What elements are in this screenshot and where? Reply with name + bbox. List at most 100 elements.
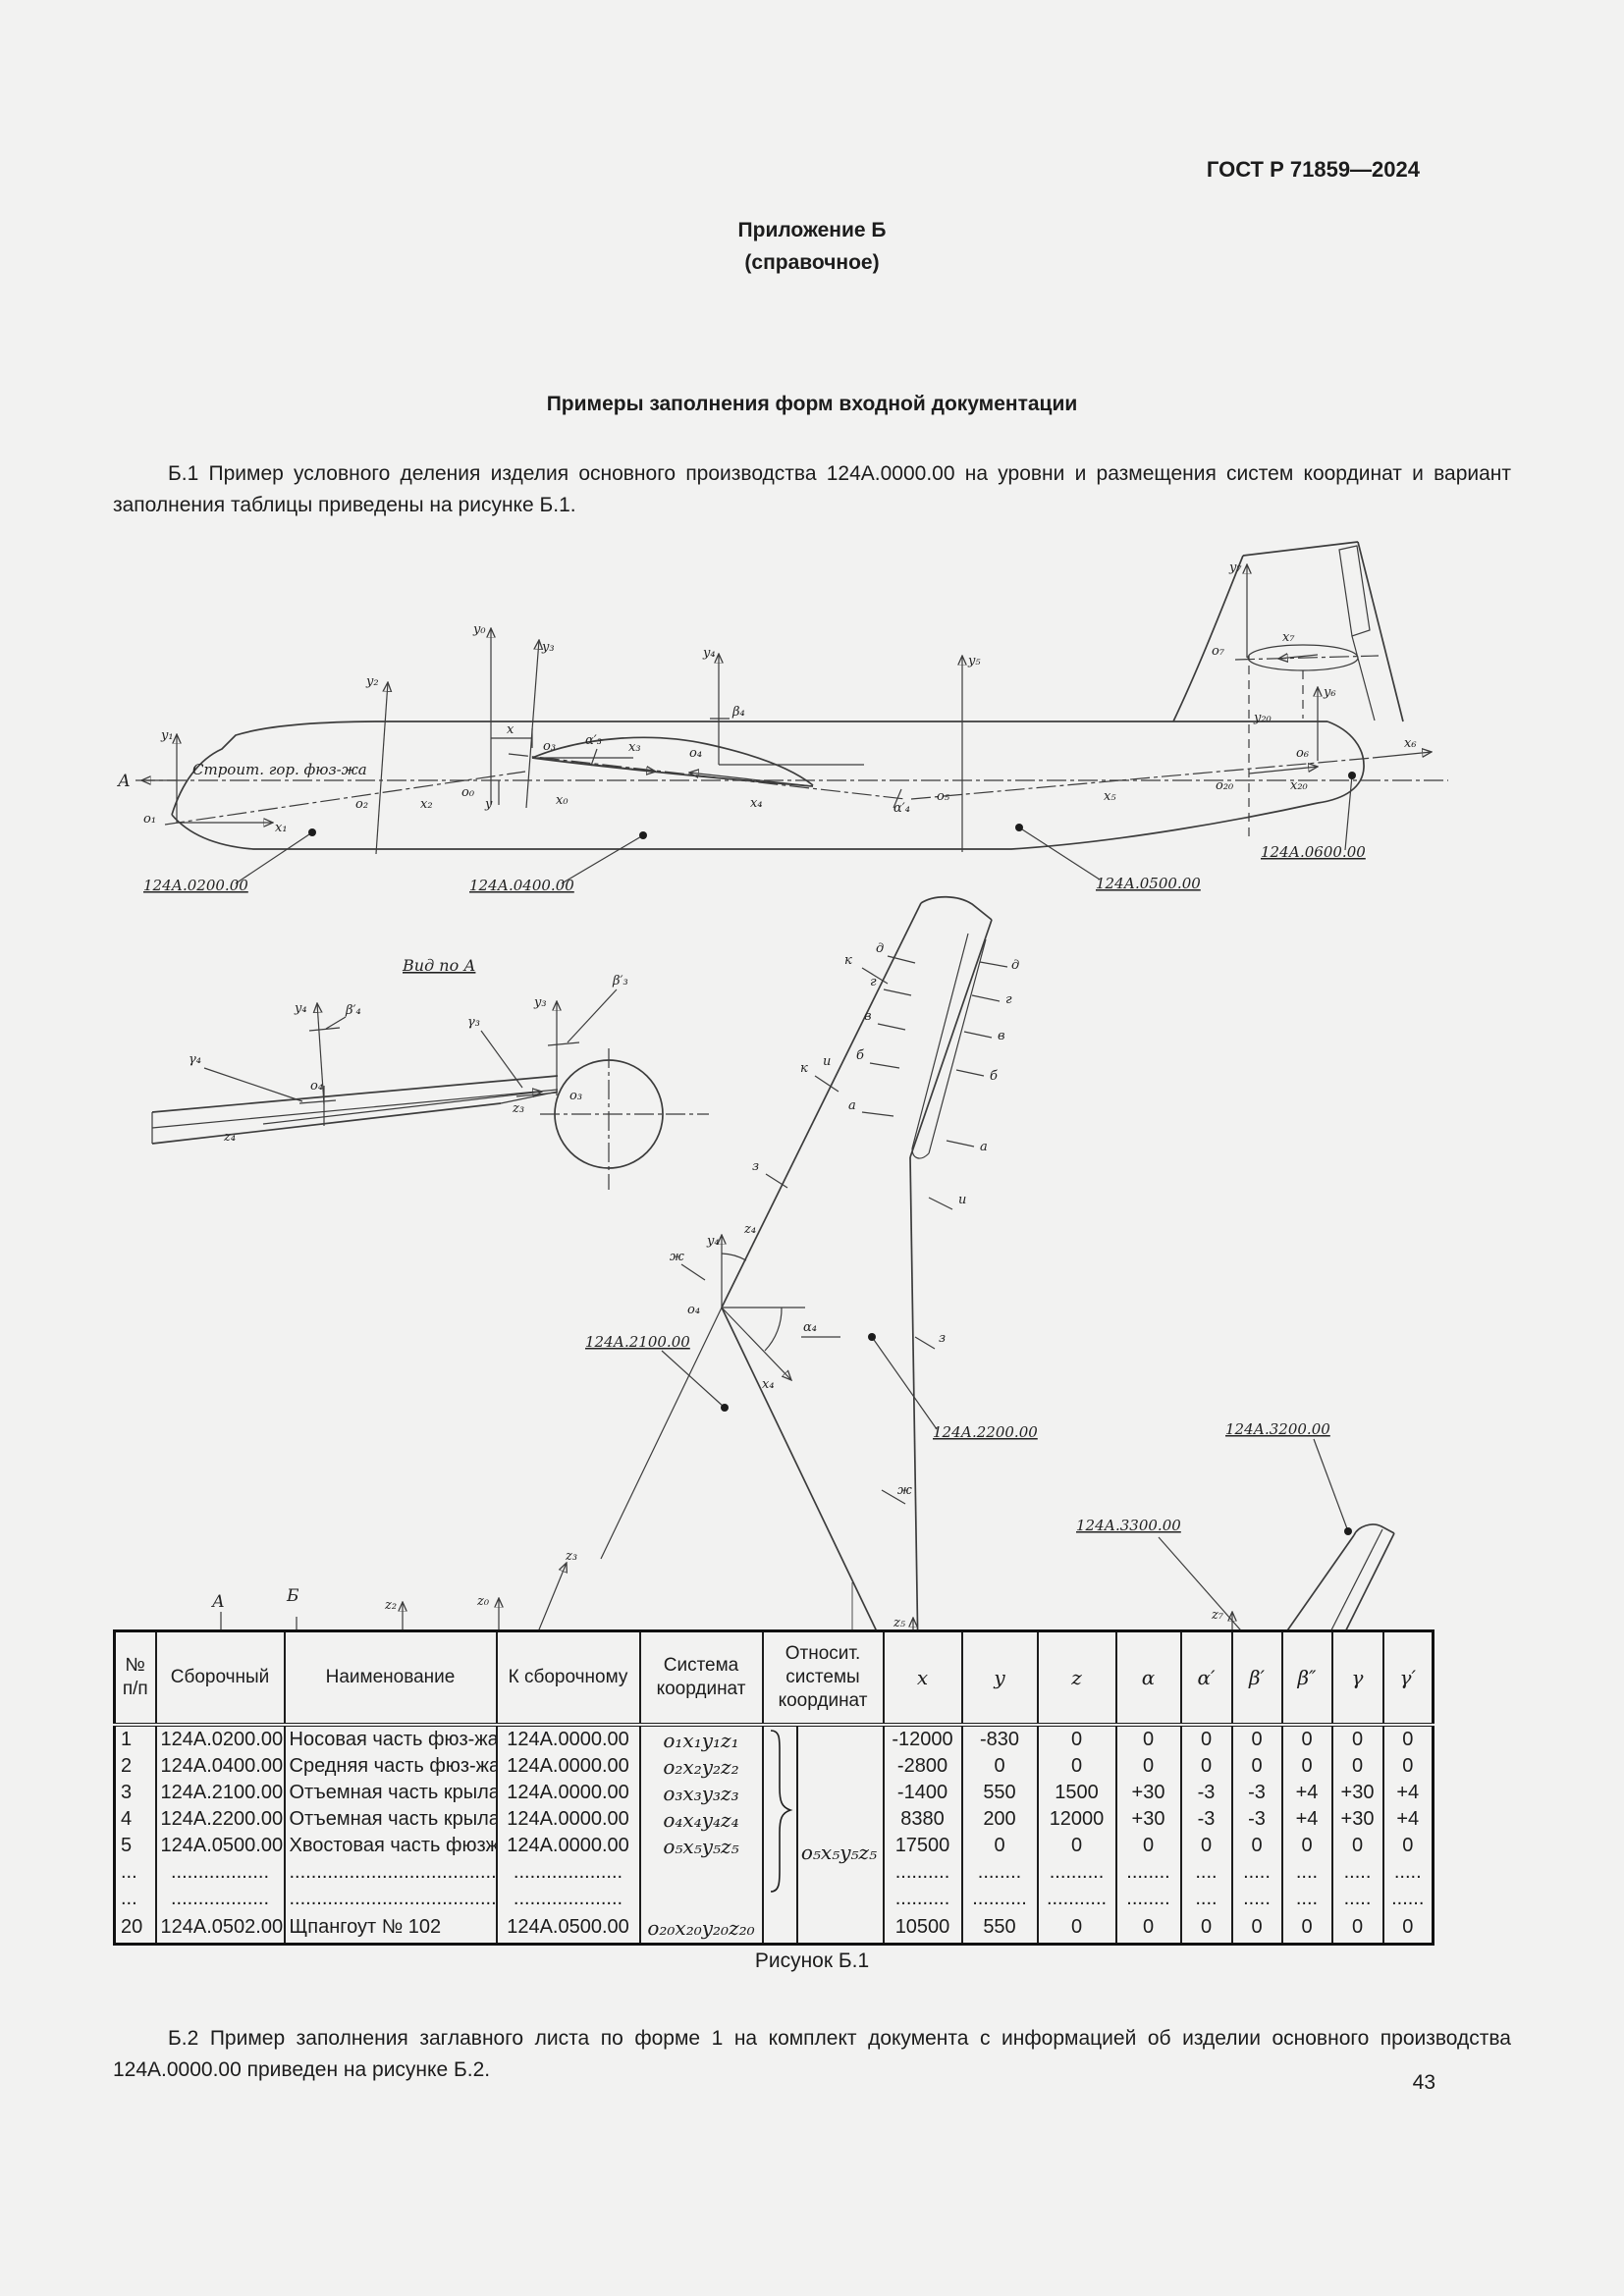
table-cell: ..... bbox=[1381, 1859, 1435, 1886]
figure-label: β′₃ bbox=[612, 974, 628, 988]
figure-label: y₇ bbox=[1228, 561, 1242, 575]
table-cell: o₁x₁y₁z₁ bbox=[638, 1725, 764, 1753]
coordinates-table: № п/п Сборочный Наименование К сборочном… bbox=[113, 1629, 1435, 1946]
table-cell: .......... bbox=[1036, 1859, 1117, 1886]
table-cell: +4 bbox=[1381, 1780, 1435, 1806]
relative-system-label: o₅x₅y₅z₅ bbox=[800, 1841, 878, 1864]
table-cell: 0 bbox=[1179, 1725, 1233, 1753]
figure-label: β₄ bbox=[731, 705, 745, 720]
section-title: Примеры заполнения форм входной документ… bbox=[546, 393, 1078, 415]
table-cell: 0 bbox=[960, 1833, 1039, 1859]
table-cell: 124А.2100.00 bbox=[154, 1780, 286, 1806]
figure-label: o₀ bbox=[461, 785, 475, 800]
figure-label: Вид по А bbox=[402, 956, 475, 975]
table-cell: .... bbox=[1280, 1886, 1333, 1912]
table-cell: 0 bbox=[1036, 1833, 1117, 1859]
table-cell: +4 bbox=[1280, 1780, 1333, 1806]
table-header-row: № п/п Сборочный Наименование К сборочном… bbox=[113, 1629, 1435, 1727]
figure-label: а bbox=[980, 1140, 988, 1154]
figure-label: z₀ bbox=[476, 1594, 490, 1609]
figure-label: β′₄ bbox=[345, 1003, 361, 1018]
table-cell: 0 bbox=[1330, 1833, 1384, 1859]
figure-label: o₁ bbox=[143, 812, 156, 827]
figure-label: z₄ bbox=[223, 1130, 236, 1145]
column-header: β′ bbox=[1230, 1629, 1283, 1727]
figure-label: α′₄ bbox=[893, 801, 910, 816]
column-header: β″ bbox=[1280, 1629, 1333, 1727]
figure-label: д bbox=[876, 941, 884, 956]
table-cell: -3 bbox=[1179, 1806, 1233, 1833]
figure-label: 124А.2100.00 bbox=[585, 1333, 690, 1351]
table-cell: 3 bbox=[113, 1780, 157, 1806]
table-cell: 124А.0500.00 bbox=[154, 1833, 286, 1859]
appendix-heading: Приложение Б (справочное) bbox=[0, 214, 1624, 279]
table-cell: 0 bbox=[1114, 1912, 1182, 1945]
table-cell: 124А.0000.00 bbox=[495, 1780, 641, 1806]
table-cell: 0 bbox=[1381, 1833, 1435, 1859]
figure-label: 124А.0200.00 bbox=[143, 877, 248, 894]
table-cell: 12000 bbox=[1036, 1806, 1117, 1833]
figure-label: y₃ bbox=[541, 640, 555, 655]
table-cell: -1400 bbox=[882, 1780, 963, 1806]
figure-label: y₆ bbox=[1323, 685, 1336, 700]
figure-label: x₄ bbox=[750, 796, 763, 811]
figure-label: Строит. гор. фюз-жа bbox=[192, 761, 367, 778]
table-cell: 2 bbox=[113, 1753, 157, 1780]
table-cell: 1500 bbox=[1036, 1780, 1117, 1806]
column-header: α′ bbox=[1179, 1629, 1233, 1727]
table-cell: 20 bbox=[113, 1912, 157, 1945]
column-header: К сборочному bbox=[495, 1629, 641, 1727]
figure-label: z₇ bbox=[1211, 1608, 1224, 1623]
side-view bbox=[135, 541, 1448, 884]
figure-label: А bbox=[211, 1592, 225, 1612]
table-cell: ...................................... bbox=[283, 1886, 498, 1912]
figure-label: o₅ bbox=[937, 789, 950, 804]
figure-label: z₂ bbox=[384, 1598, 397, 1613]
table-cell: -3 bbox=[1230, 1780, 1283, 1806]
table-cell: 0 bbox=[1179, 1833, 1233, 1859]
figure-label: o₂₀ bbox=[1216, 778, 1234, 793]
table-cell: 200 bbox=[960, 1806, 1039, 1833]
table-cell: 4 bbox=[113, 1806, 157, 1833]
table-cell: -3 bbox=[1179, 1780, 1233, 1806]
table-cell: 10500 bbox=[882, 1912, 963, 1945]
table-cell: .......... bbox=[960, 1886, 1039, 1912]
table-cell: 124А.0200.00 bbox=[154, 1725, 286, 1753]
figure-label: x₃ bbox=[628, 740, 641, 755]
table-cell: Щпангоут № 102 bbox=[283, 1912, 498, 1945]
wing-plan-view bbox=[600, 895, 1008, 1721]
table-cell: 0 bbox=[1280, 1753, 1333, 1780]
figure-label: y₄ bbox=[294, 1001, 307, 1016]
column-header: γ′ bbox=[1381, 1629, 1435, 1727]
figure-label: γ₃ bbox=[467, 1015, 480, 1030]
figure-label: x₂ bbox=[420, 797, 433, 812]
table-cell: 0 bbox=[1179, 1912, 1233, 1945]
table-cell: .... bbox=[1179, 1859, 1233, 1886]
column-header: Наименование bbox=[283, 1629, 498, 1727]
figure-label: 124А.3300.00 bbox=[1076, 1517, 1181, 1534]
figure-label: z₄ bbox=[743, 1222, 756, 1237]
figure-label: у bbox=[484, 797, 493, 812]
figure-label: y₂ bbox=[365, 674, 379, 689]
table-cell bbox=[638, 1886, 764, 1912]
figure-label: y₁ bbox=[160, 728, 174, 743]
table-cell: o₄x₄y₄z₄ bbox=[638, 1806, 764, 1833]
table-cell: o₂x₂y₂z₂ bbox=[638, 1753, 764, 1780]
table-cell: -12000 bbox=[882, 1725, 963, 1753]
table-row: ........................................… bbox=[113, 1859, 1435, 1886]
figure-label: o₇ bbox=[1212, 644, 1225, 659]
figure-label: x₅ bbox=[1104, 789, 1116, 804]
table-cell: 0 bbox=[1330, 1753, 1384, 1780]
column-header: γ bbox=[1330, 1629, 1384, 1727]
table-cell: 0 bbox=[1381, 1753, 1435, 1780]
figure-label: г bbox=[1005, 992, 1012, 1007]
figure-label: o₂ bbox=[355, 797, 368, 812]
table-cell: .................. bbox=[154, 1886, 286, 1912]
table-cell: 17500 bbox=[882, 1833, 963, 1859]
table-cell: ..... bbox=[1330, 1859, 1384, 1886]
table-cell: ..... bbox=[1230, 1859, 1283, 1886]
